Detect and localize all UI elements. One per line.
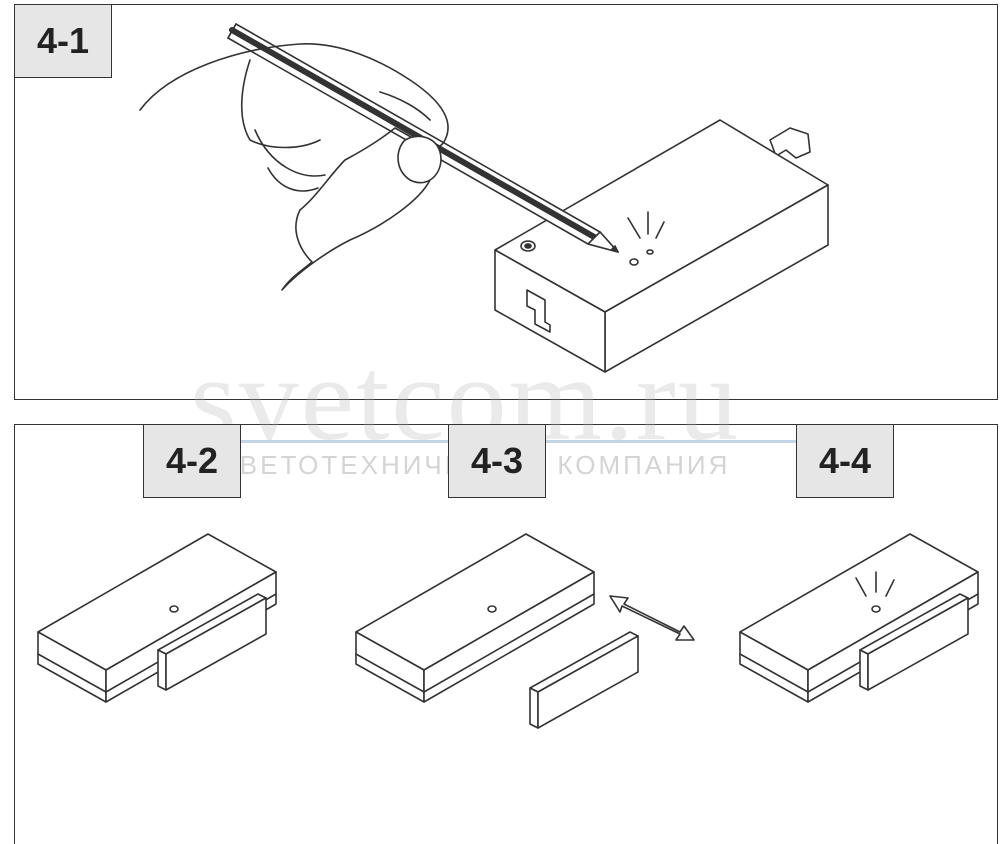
signal-rays-icon [627,211,665,239]
device-4-3 [355,533,639,729]
step-label-4-3: 4-3 [448,424,546,498]
device-4-2 [37,533,277,703]
double-arrow-icon [609,595,695,641]
step-label-4-1: 4-1 [14,4,112,78]
signal-rays-icon [855,571,895,597]
step-label-4-2: 4-2 [143,424,241,498]
panel-step-4-1 [14,4,998,400]
step-label-4-4: 4-4 [796,424,894,498]
hand [139,43,449,291]
receiver-device [494,119,829,373]
device-4-4 [739,533,979,703]
